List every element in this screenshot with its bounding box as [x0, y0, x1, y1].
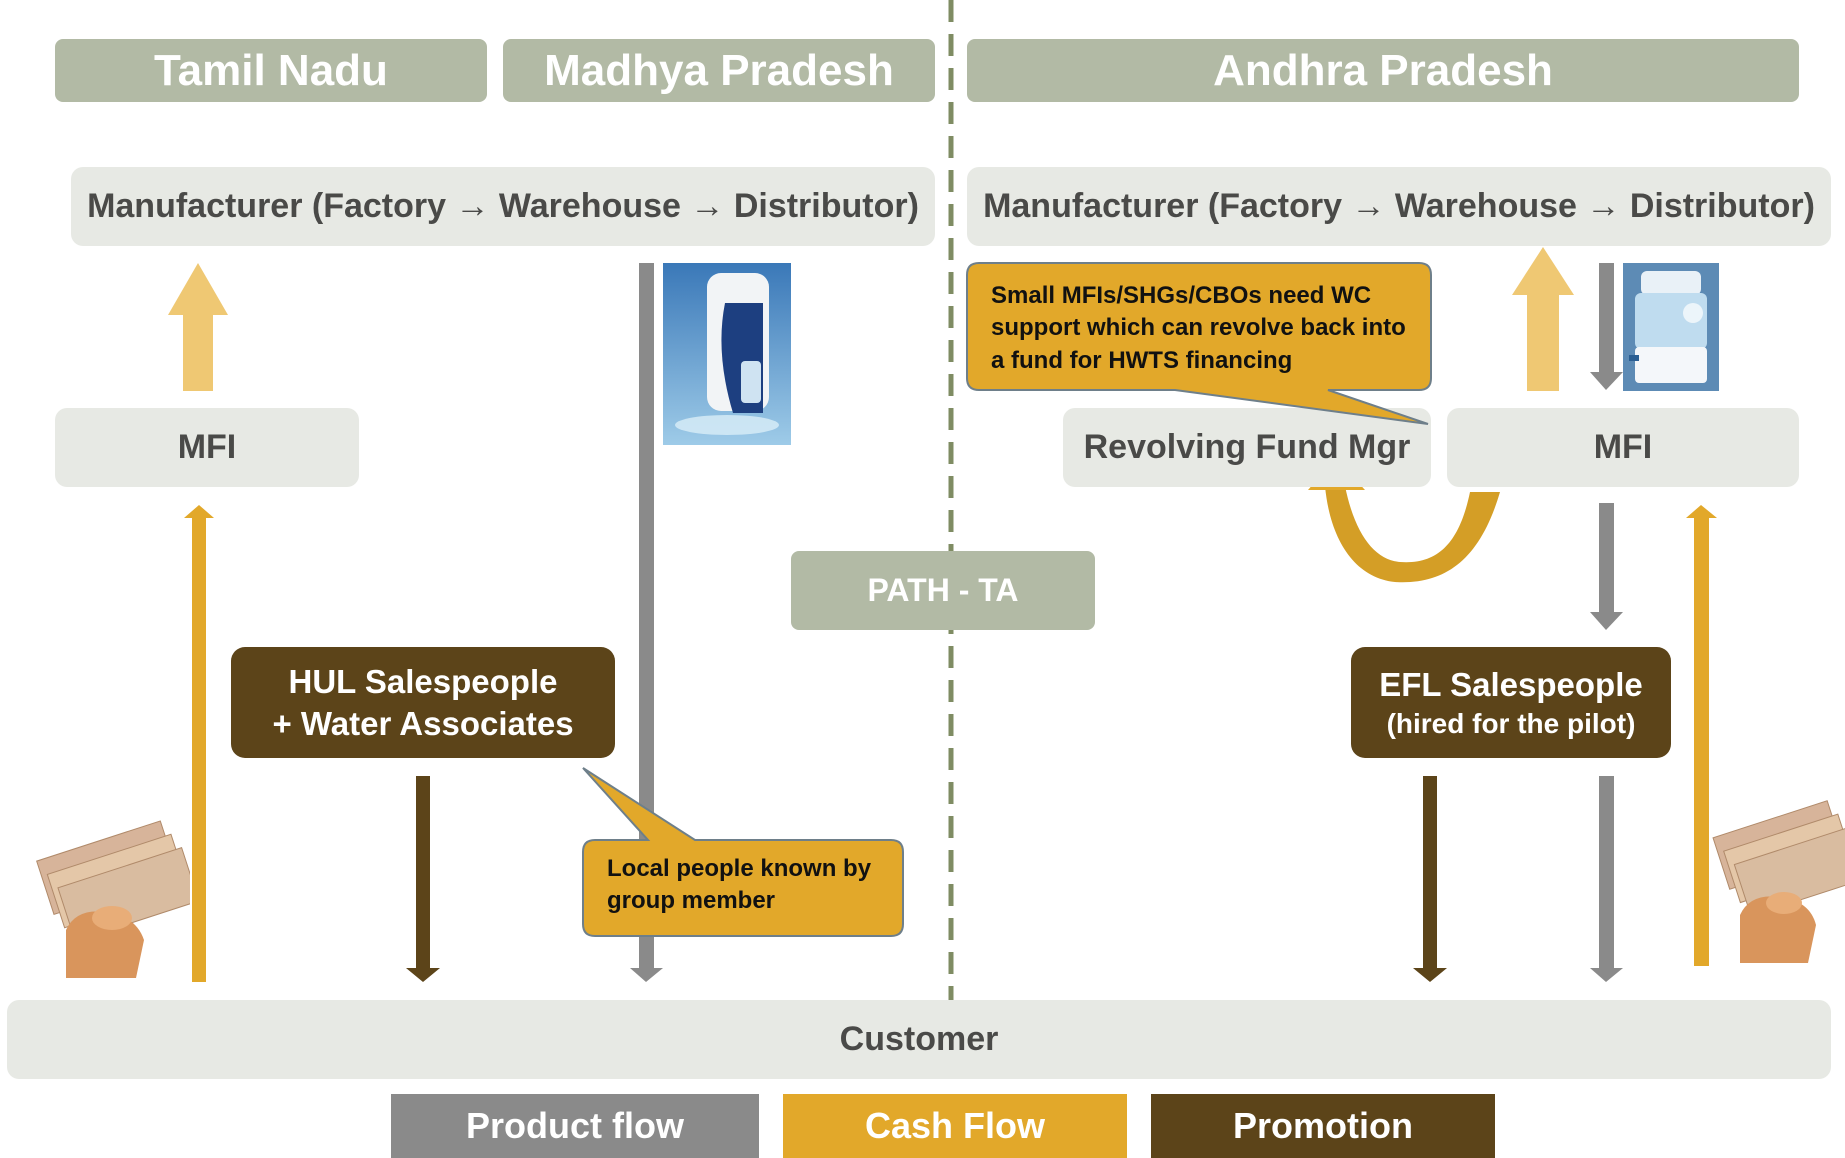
water-purifier-right-icon: [1623, 263, 1719, 391]
right-callout-shape: [966, 262, 1432, 425]
header-tamil-nadu: Tamil Nadu: [55, 39, 487, 102]
header-andhra-pradesh: Andhra Pradesh: [967, 39, 1799, 102]
hul-salespeople-node: HUL Salespeople + Water Associates: [231, 647, 615, 758]
header-madhya-pradesh: Madhya Pradesh: [503, 39, 935, 102]
efl-salespeople-line1: EFL Salespeople: [1379, 666, 1643, 704]
right-product-arrow-to-efl: [1590, 503, 1623, 630]
legend-product-flow: Product flow: [391, 1094, 759, 1158]
left-manufacturer-node: Manufacturer (Factory → Warehouse → Dist…: [71, 167, 935, 246]
right-product-arrow-to-customer: [1590, 776, 1623, 982]
left-callout-text: Local people known by group member: [607, 855, 872, 915]
efl-salespeople-line2: (hired for the pilot): [1386, 707, 1636, 739]
left-callout-shape: [582, 767, 904, 937]
legend-cash-flow: Cash Flow: [783, 1094, 1127, 1158]
right-cash-arrow-to-mfi: [1686, 505, 1717, 966]
efl-salespeople-node: EFL Salespeople (hired for the pilot): [1351, 647, 1671, 758]
path-ta-node: PATH - TA: [791, 551, 1095, 630]
revolving-fund-node: Revolving Fund Mgr: [1063, 408, 1431, 487]
hul-salespeople-line2: + Water Associates: [272, 704, 574, 742]
cash-in-hand-left-icon: [36, 820, 190, 978]
cash-in-hand-right-icon: [1712, 800, 1845, 963]
right-promotion-arrow: [1413, 776, 1447, 982]
right-callout-text: Small MFIs/SHGs/CBOs need WC support whi…: [991, 282, 1406, 374]
water-purifier-left-icon: [663, 263, 791, 445]
right-manufacturer-node: Manufacturer (Factory → Warehouse → Dist…: [967, 167, 1831, 246]
left-mfi-node: MFI: [55, 408, 359, 487]
hul-salespeople-line1: HUL Salespeople: [288, 663, 558, 701]
right-cash-arrow-to-manufacturer: [1512, 247, 1574, 391]
left-product-arrow: [630, 263, 663, 982]
left-promotion-arrow: [406, 776, 440, 982]
right-product-arrow-to-mfi: [1590, 263, 1623, 390]
left-cash-arrow-to-mfi: [184, 505, 214, 982]
left-cash-arrow-to-manufacturer: [168, 263, 228, 391]
customer-node: Customer: [7, 1000, 1831, 1079]
right-mfi-node: MFI: [1447, 408, 1799, 487]
legend-promotion: Promotion: [1151, 1094, 1495, 1158]
